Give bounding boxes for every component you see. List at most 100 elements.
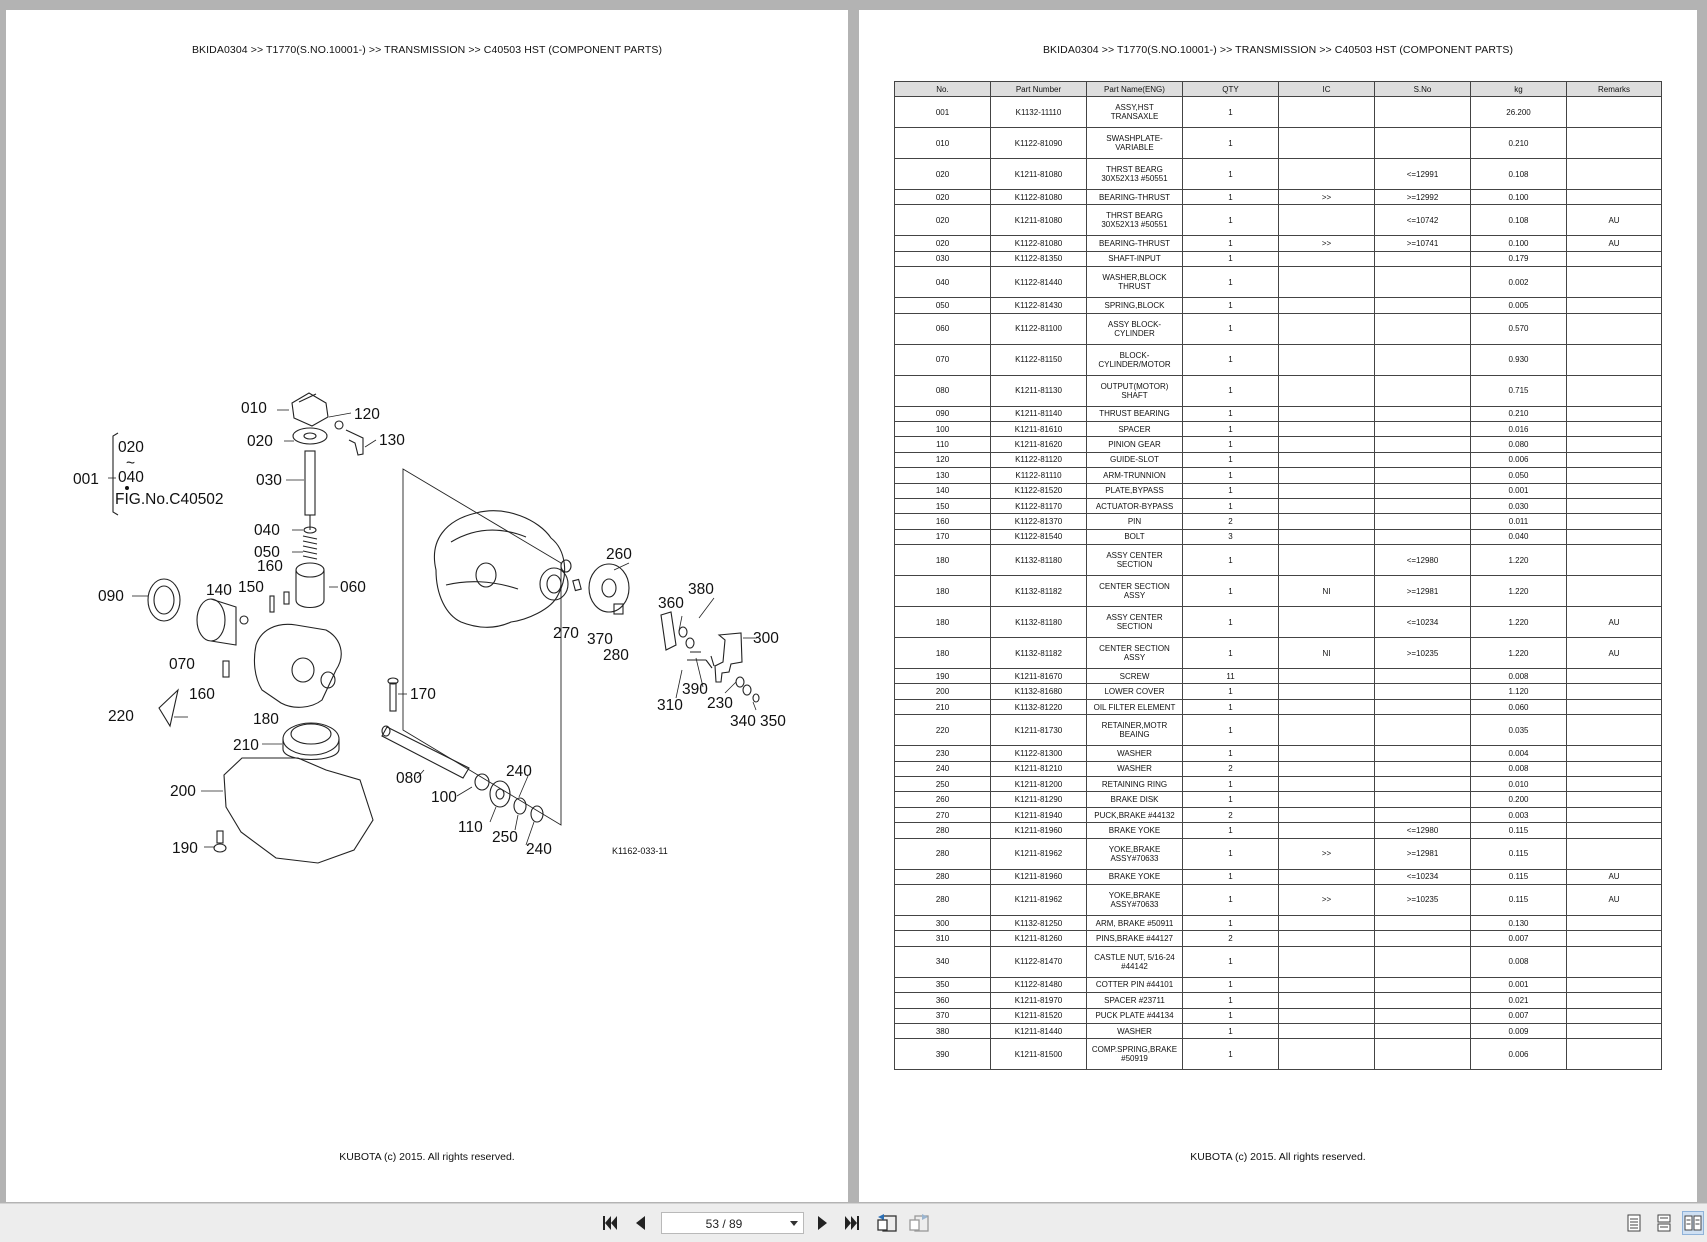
page-number-input[interactable] — [662, 1213, 786, 1235]
cell-remarks — [1566, 96, 1662, 128]
cell-serial-no: >=10235 — [1374, 637, 1471, 670]
next-page-button[interactable] — [815, 1213, 831, 1233]
cell-ic — [1278, 497, 1375, 515]
cell-ic — [1278, 544, 1375, 577]
cell-ic: NI — [1278, 637, 1375, 670]
cell-serial-no — [1374, 420, 1471, 438]
cell-part-name: BEARING-THRUST — [1086, 235, 1183, 252]
cell-ic — [1278, 528, 1375, 546]
cell-part-name: RETAINING RING — [1086, 776, 1183, 793]
cell-part-number: K1132-81250 — [990, 914, 1087, 932]
cell-no: 340 — [894, 945, 991, 978]
cell-ic — [1278, 467, 1375, 484]
cell-part-number: K1211-81730 — [990, 714, 1087, 747]
cell-ic — [1278, 513, 1375, 530]
page-number-field[interactable] — [661, 1212, 804, 1235]
cell-part-name: CENTER SECTION ASSY — [1086, 575, 1183, 608]
cell-no: 190 — [894, 668, 991, 685]
cell-remarks — [1566, 297, 1662, 314]
cell-serial-no: >=12981 — [1374, 837, 1471, 870]
cell-kg: 0.100 — [1470, 188, 1567, 206]
cell-qty: 2 — [1182, 930, 1279, 947]
cell-kg: 0.930 — [1470, 343, 1567, 376]
cell-ic — [1278, 1038, 1375, 1071]
cell-part-name: COTTER PIN #44101 — [1086, 976, 1183, 994]
cell-no: 350 — [894, 976, 991, 994]
two-page-view-button[interactable] — [1682, 1211, 1704, 1235]
cell-qty: 2 — [1182, 513, 1279, 530]
cell-part-name: WASHER — [1086, 760, 1183, 778]
cell-kg: 0.008 — [1470, 945, 1567, 978]
column-header-remarks: Remarks — [1566, 81, 1662, 97]
cell-ic: >> — [1278, 188, 1375, 206]
cell-no: 070 — [894, 343, 991, 376]
callout-160-bottom: 160 — [189, 686, 215, 703]
last-page-button[interactable] — [843, 1213, 861, 1233]
cell-qty: 1 — [1182, 976, 1279, 994]
cell-remarks — [1566, 1007, 1662, 1024]
cell-part-number: K1132-81180 — [990, 544, 1087, 577]
cell-remarks — [1566, 698, 1662, 716]
cell-part-name: BRAKE DISK — [1086, 791, 1183, 808]
cell-serial-no — [1374, 1007, 1471, 1024]
cell-ic: NI — [1278, 575, 1375, 608]
cell-kg: 0.008 — [1470, 668, 1567, 685]
cell-part-number: K1211-81670 — [990, 668, 1087, 685]
cell-remarks — [1566, 250, 1662, 268]
cell-remarks — [1566, 930, 1662, 947]
cell-qty: 11 — [1182, 668, 1279, 685]
cell-no: 200 — [894, 683, 991, 700]
cell-qty: 1 — [1182, 822, 1279, 839]
callout-340: 340 — [730, 713, 756, 730]
cell-qty: 1 — [1182, 235, 1279, 252]
cell-part-number: K1132-81182 — [990, 637, 1087, 670]
cell-ic — [1278, 868, 1375, 885]
callout-040: 040 — [254, 522, 280, 539]
cell-serial-no — [1374, 930, 1471, 947]
cell-qty: 3 — [1182, 528, 1279, 546]
cell-no: 280 — [894, 868, 991, 885]
cell-qty: 1 — [1182, 637, 1279, 670]
cell-ic — [1278, 482, 1375, 499]
cell-qty: 1 — [1182, 374, 1279, 407]
cell-kg: 0.715 — [1470, 374, 1567, 407]
go-back-button[interactable] — [875, 1213, 899, 1233]
callout-310: 310 — [657, 697, 683, 714]
single-page-view-button[interactable] — [1625, 1213, 1643, 1233]
cell-ic: >> — [1278, 235, 1375, 252]
cell-part-name: SPACER — [1086, 420, 1183, 438]
go-forward-button[interactable] — [907, 1213, 931, 1233]
page-breadcrumb-right: BKIDA0304 >> T1770(S.NO.10001-) >> TRANS… — [1042, 44, 1514, 56]
callout-070: 070 — [169, 656, 195, 673]
continuous-view-button[interactable] — [1655, 1213, 1673, 1233]
group-label-001: 001 — [73, 471, 99, 488]
cell-serial-no: >=12981 — [1374, 575, 1471, 608]
cell-part-name: CENTER SECTION ASSY — [1086, 637, 1183, 670]
first-page-button[interactable] — [601, 1213, 619, 1233]
cell-no: 230 — [894, 745, 991, 762]
cell-serial-no — [1374, 714, 1471, 747]
cell-ic — [1278, 374, 1375, 407]
cell-kg: 26.200 — [1470, 96, 1567, 128]
prev-page-button[interactable] — [632, 1213, 648, 1233]
cell-kg: 0.001 — [1470, 482, 1567, 499]
cell-part-name: SHAFT-INPUT — [1086, 250, 1183, 268]
page-dropdown-arrow-icon[interactable] — [790, 1221, 798, 1226]
cell-qty: 1 — [1182, 776, 1279, 793]
cell-ic — [1278, 822, 1375, 839]
cell-qty: 1 — [1182, 482, 1279, 499]
cell-kg: 0.080 — [1470, 436, 1567, 453]
cell-serial-no — [1374, 791, 1471, 808]
